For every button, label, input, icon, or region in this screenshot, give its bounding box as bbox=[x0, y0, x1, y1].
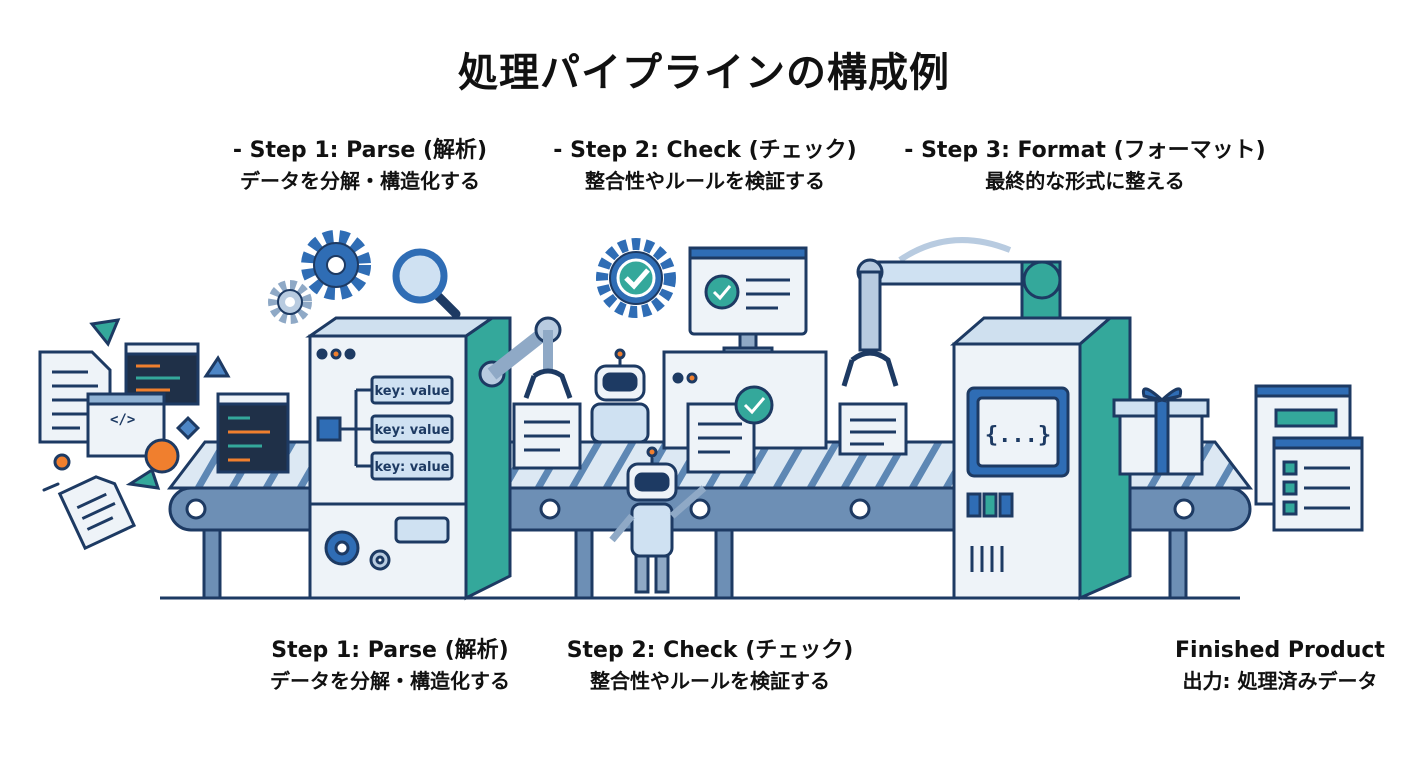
parse-machine bbox=[305, 316, 512, 601]
robot-arm-parse bbox=[478, 316, 573, 399]
kv-label-1: key: value bbox=[374, 384, 449, 399]
bottom-label-step2-desc: 整合性やルールを検証する bbox=[590, 669, 830, 693]
top-label-step3-desc: 最終的な形式に整える bbox=[985, 169, 1185, 193]
input-documents bbox=[38, 342, 290, 551]
kv-label-3: key: value bbox=[374, 460, 449, 475]
format-machine bbox=[949, 316, 1132, 601]
robot-small bbox=[590, 348, 650, 444]
top-label-step1-title: - Step 1: Parse (解析) bbox=[232, 138, 488, 163]
robot-arm-format bbox=[838, 237, 1042, 456]
bottom-label-step2-title: Step 2: Check (チェック) bbox=[566, 638, 854, 663]
magnifier-icon bbox=[392, 248, 461, 319]
bottom-label-step1-title: Step 1: Parse (解析) bbox=[271, 638, 509, 663]
page-title: 処理パイプラインの構成例 bbox=[458, 50, 950, 96]
output-documents bbox=[1254, 384, 1364, 532]
top-label-step2: - Step 2: Check (チェック) 整合性やルールを検証する bbox=[540, 136, 870, 196]
top-label-step3-title: - Step 3: Format (フォーマット) bbox=[904, 138, 1266, 163]
format-screen-label: {...} bbox=[985, 423, 1051, 448]
kv-label-2: key: value bbox=[374, 423, 449, 438]
check-machine bbox=[662, 350, 828, 474]
check-badge-icon bbox=[596, 238, 676, 318]
top-label-step1: - Step 1: Parse (解析) データを分解・構造化する bbox=[200, 136, 520, 196]
gift-box-icon bbox=[1112, 387, 1210, 476]
top-label-step1-desc: データを分解・構造化する bbox=[240, 169, 480, 193]
data-card-1 bbox=[512, 402, 582, 470]
check-monitor bbox=[688, 246, 808, 358]
bottom-label-step1-desc: データを分解・構造化する bbox=[270, 669, 510, 693]
bottom-label-step2: Step 2: Check (チェック) 整合性やルールを検証する bbox=[560, 636, 860, 696]
bottom-label-finished: Finished Product 出力: 処理済みデータ bbox=[1160, 636, 1400, 696]
code-symbol: </> bbox=[110, 412, 135, 428]
conveyor-legs bbox=[202, 526, 1188, 600]
gear-icon bbox=[301, 230, 371, 300]
robot-worker bbox=[609, 446, 707, 594]
bottom-label-finished-desc: 出力: 処理済みデータ bbox=[1182, 669, 1378, 693]
bottom-label-step1: Step 1: Parse (解析) データを分解・構造化する bbox=[240, 636, 540, 696]
bottom-label-finished-title: Finished Product bbox=[1175, 638, 1385, 663]
top-label-step3: - Step 3: Format (フォーマット) 最終的な形式に整える bbox=[890, 136, 1280, 196]
decor-shapes bbox=[42, 318, 231, 492]
top-label-step2-desc: 整合性やルールを検証する bbox=[585, 169, 825, 193]
top-label-step2-title: - Step 2: Check (チェック) bbox=[553, 138, 857, 163]
small-gear-icon bbox=[268, 280, 312, 324]
